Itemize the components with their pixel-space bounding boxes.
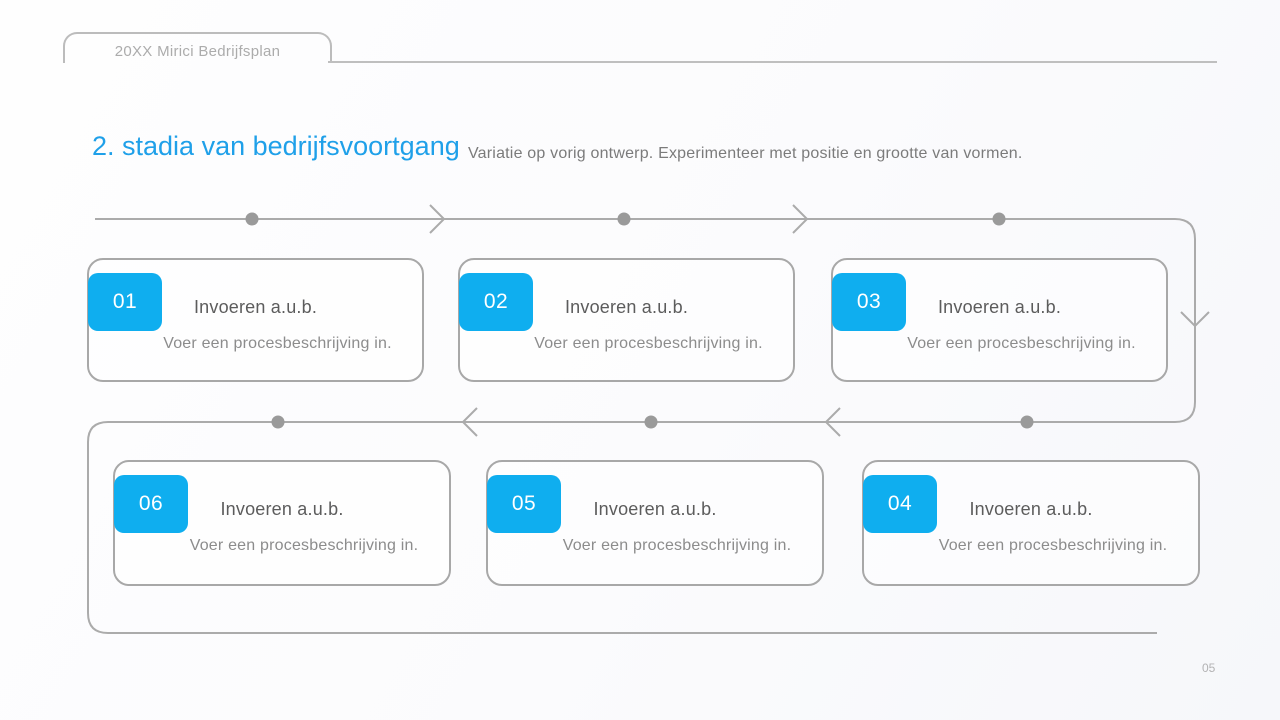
process-card-06[interactable]: 06 Invoeren a.u.b. Voer een procesbeschr… bbox=[113, 460, 451, 586]
arrow-left-icon bbox=[461, 407, 478, 437]
page-number: 05 bbox=[1202, 661, 1216, 675]
step-number-badge: 05 bbox=[487, 475, 561, 533]
process-card-03[interactable]: 03 Invoeren a.u.b. Voer een procesbeschr… bbox=[831, 258, 1168, 382]
flow-dot bbox=[245, 212, 259, 226]
step-title[interactable]: Invoeren a.u.b. bbox=[220, 499, 344, 519]
flow-path bbox=[87, 218, 1196, 634]
arrow-right-icon bbox=[429, 204, 446, 234]
process-card-05[interactable]: 05 Invoeren a.u.b. Voer een procesbeschr… bbox=[486, 460, 824, 586]
step-description[interactable]: Voer een procesbeschrijving in. bbox=[189, 537, 419, 554]
process-card-01[interactable]: 01 Invoeren a.u.b. Voer een procesbeschr… bbox=[87, 258, 424, 382]
step-number-badge: 06 bbox=[114, 475, 188, 533]
step-title[interactable]: Invoeren a.u.b. bbox=[564, 297, 689, 317]
step-number-badge: 04 bbox=[863, 475, 937, 533]
step-number-badge: 03 bbox=[832, 273, 906, 331]
flow-dot bbox=[1020, 415, 1034, 429]
process-card-02[interactable]: 02 Invoeren a.u.b. Voer een procesbeschr… bbox=[458, 258, 795, 382]
arrow-left-icon bbox=[824, 407, 841, 437]
step-number-badge: 01 bbox=[88, 273, 162, 331]
step-number-badge: 02 bbox=[459, 273, 533, 331]
step-title[interactable]: Invoeren a.u.b. bbox=[937, 297, 1062, 317]
step-title[interactable]: Invoeren a.u.b. bbox=[969, 499, 1093, 519]
flow-dot bbox=[644, 415, 658, 429]
flow-dot bbox=[617, 212, 631, 226]
step-description[interactable]: Voer een procesbeschrijving in. bbox=[907, 335, 1136, 352]
header-tab-label: 20XX Mirici Bedrijfsplan bbox=[114, 43, 281, 60]
flow-dot bbox=[271, 415, 285, 429]
step-description[interactable]: Voer een procesbeschrijving in. bbox=[163, 335, 392, 352]
header-divider bbox=[328, 61, 1217, 63]
flow-dot bbox=[992, 212, 1006, 226]
process-card-04[interactable]: 04 Invoeren a.u.b. Voer een procesbeschr… bbox=[862, 460, 1200, 586]
step-title[interactable]: Invoeren a.u.b. bbox=[593, 499, 717, 519]
arrow-right-icon bbox=[792, 204, 809, 234]
step-description[interactable]: Voer een procesbeschrijving in. bbox=[938, 537, 1168, 554]
arrow-down-icon bbox=[1180, 311, 1210, 328]
header-tab: 20XX Mirici Bedrijfsplan bbox=[63, 32, 332, 63]
step-description[interactable]: Voer een procesbeschrijving in. bbox=[534, 335, 763, 352]
page-title[interactable]: 2. stadia van bedrijfsvoortgang bbox=[92, 131, 460, 161]
step-description[interactable]: Voer een procesbeschrijving in. bbox=[562, 537, 792, 554]
step-title[interactable]: Invoeren a.u.b. bbox=[193, 297, 318, 317]
page-subtitle[interactable]: Variatie op vorig ontwerp. Experimenteer… bbox=[468, 145, 1023, 162]
